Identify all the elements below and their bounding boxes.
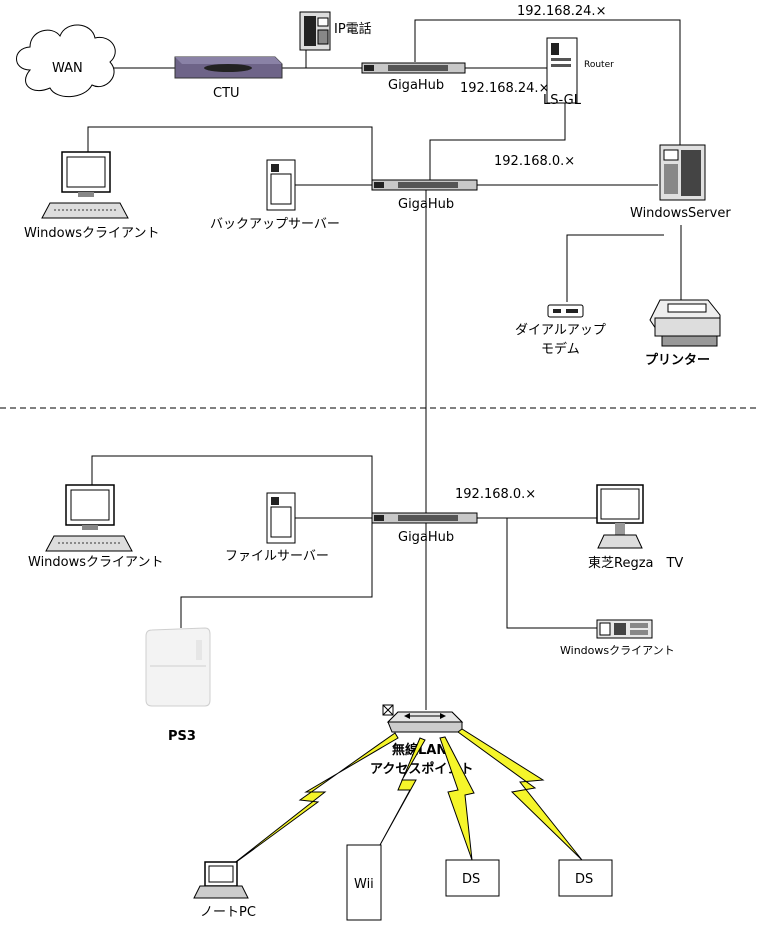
gigahub-top-icon <box>361 62 466 74</box>
windows-client-2-label: Windowsクライアント <box>28 555 164 570</box>
wan-cloud-icon <box>16 24 116 98</box>
windows-client-3-label: Windowsクライアント <box>560 644 675 657</box>
dialup-modem-icon <box>547 304 584 318</box>
notebook-pc-label: ノートPC <box>200 905 256 920</box>
gigahub-low-label: GigaHub <box>398 530 454 545</box>
windows-client-1-icon <box>41 151 129 219</box>
toshiba-tv-icon <box>596 484 644 549</box>
ctu-label: CTU <box>213 86 240 101</box>
ip-router-label: 192.168.24.× <box>460 81 549 96</box>
ip-phone-label: IP電話 <box>334 21 372 37</box>
connection-lines <box>0 19 757 710</box>
ip-lan1-label: 192.168.0.× <box>494 154 575 169</box>
printer-label: プリンター <box>645 353 710 368</box>
ip-top-label: 192.168.24.× <box>517 4 606 19</box>
router-caption: Router <box>584 60 614 70</box>
wireless-links <box>227 728 583 869</box>
ds-2-box <box>558 859 613 897</box>
dialup-modem-label-1: ダイアルアップ <box>515 323 606 338</box>
wlan-ap-label-2: アクセスポイント <box>370 761 473 777</box>
ps3-label: PS3 <box>168 729 196 744</box>
windows-client-2-icon <box>45 484 133 552</box>
ds-2-label: DS <box>575 872 593 887</box>
backup-server-icon <box>266 159 296 211</box>
ip-lan2-label: 192.168.0.× <box>455 487 536 502</box>
windows-server-icon <box>659 144 706 201</box>
backup-server-label: バックアップサーバー <box>210 217 340 232</box>
file-server-icon <box>266 492 296 544</box>
wii-label: Wii <box>354 877 374 892</box>
wireless-bolt-ds1 <box>439 736 475 861</box>
ps3-icon <box>145 627 211 707</box>
wireless-bolt-ds2 <box>457 728 583 861</box>
wireless-bolt-wii <box>379 737 426 846</box>
router-icon <box>546 37 578 104</box>
printer-icon <box>649 299 721 347</box>
gigahub-mid-label: GigaHub <box>398 197 454 212</box>
gigahub-mid-icon <box>371 179 478 191</box>
ip-phone-icon <box>299 11 331 51</box>
gigahub-top-label: GigaHub <box>388 78 444 93</box>
notebook-pc-icon <box>193 861 249 899</box>
wan-label: WAN <box>52 61 83 76</box>
ctu-icon <box>174 56 283 79</box>
wireless-access-point-icon <box>382 704 464 733</box>
windows-server-label: WindowsServer <box>630 206 731 221</box>
wii-box <box>346 844 382 921</box>
dialup-modem-label-2: モデム <box>541 341 580 357</box>
windows-client-3-icon <box>596 619 653 639</box>
router-name-label: LS-GL <box>543 93 582 108</box>
file-server-label: ファイルサーバー <box>225 549 329 564</box>
toshiba-tv-label: 東芝Regza TV <box>588 555 683 571</box>
wireless-bolt-notebook <box>227 732 399 869</box>
ds-1-label: DS <box>462 872 480 887</box>
windows-client-1-label: Windowsクライアント <box>24 226 160 241</box>
gigahub-low-icon <box>371 512 478 524</box>
ds-1-box <box>445 859 500 897</box>
